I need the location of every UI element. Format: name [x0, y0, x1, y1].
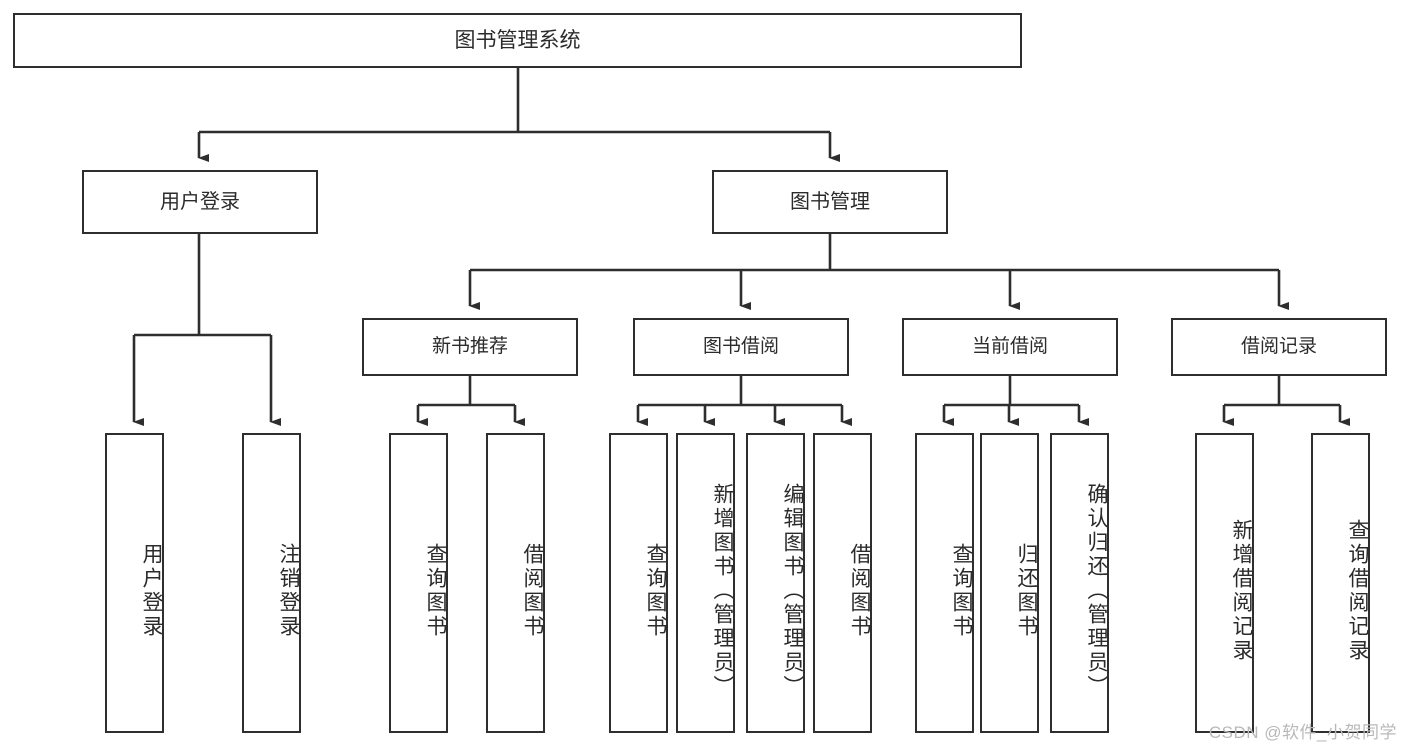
csdn-watermark: CSDN @软件_小贺同学 — [1208, 723, 1397, 742]
leaf-user-login-1[interactable]: 用户登录 — [105, 433, 164, 733]
node-user-login[interactable]: 用户登录 — [82, 170, 318, 234]
node-user-login-label: 用户登录 — [160, 190, 240, 213]
leaf-user-login-1-label: 用户登录 — [140, 543, 163, 639]
node-book-borrow[interactable]: 图书借阅 — [633, 318, 849, 376]
node-book-manage[interactable]: 图书管理 — [712, 170, 948, 234]
leaf-book-borrow-1[interactable]: 查询图书 — [609, 433, 668, 733]
node-current-borrow-label: 当前借阅 — [971, 336, 1048, 358]
leaf-borrow-record-2[interactable]: 查询借阅记录 — [1311, 433, 1370, 733]
leaf-user-login-2[interactable]: 注销登录 — [242, 433, 301, 733]
node-book-borrow-label: 图书借阅 — [702, 336, 779, 358]
leaf-current-borrow-1[interactable]: 查询图书 — [915, 433, 974, 733]
leaf-current-borrow-2[interactable]: 归还图书 — [980, 433, 1039, 733]
leaf-borrow-record-1[interactable]: 新增借阅记录 — [1195, 433, 1254, 733]
node-current-borrow[interactable]: 当前借阅 — [902, 318, 1118, 376]
leaf-user-login-2-label: 注销登录 — [277, 543, 300, 639]
leaf-new-book-1[interactable]: 查询图书 — [389, 433, 448, 733]
leaf-current-borrow-3[interactable]: 确认归还（管理员） — [1050, 433, 1109, 733]
leaf-book-borrow-1-label: 查询图书 — [644, 543, 667, 639]
leaf-borrow-record-1-label: 新增借阅记录 — [1230, 519, 1253, 663]
node-book-manage-label: 图书管理 — [790, 190, 870, 213]
node-borrow-record-label: 借阅记录 — [1240, 336, 1317, 358]
leaf-book-borrow-2-label: 新增图书（管理员） — [711, 483, 734, 699]
leaf-current-borrow-1-label: 查询图书 — [950, 543, 973, 639]
node-root-label: 图书管理系统 — [454, 28, 581, 52]
node-borrow-record[interactable]: 借阅记录 — [1171, 318, 1387, 376]
leaf-book-borrow-4[interactable]: 借阅图书 — [813, 433, 872, 733]
leaf-book-borrow-3[interactable]: 编辑图书（管理员） — [746, 433, 805, 733]
leaf-book-borrow-3-label: 编辑图书（管理员） — [781, 483, 804, 699]
leaf-book-borrow-2[interactable]: 新增图书（管理员） — [676, 433, 735, 733]
leaf-new-book-2[interactable]: 借阅图书 — [486, 433, 545, 733]
leaf-new-book-1-label: 查询图书 — [424, 543, 447, 639]
leaf-current-borrow-2-label: 归还图书 — [1015, 543, 1038, 639]
leaf-book-borrow-4-label: 借阅图书 — [848, 543, 871, 639]
leaf-borrow-record-2-label: 查询借阅记录 — [1346, 519, 1369, 663]
node-root[interactable]: 图书管理系统 — [13, 13, 1022, 68]
leaf-new-book-2-label: 借阅图书 — [521, 543, 544, 639]
node-new-book-recommend[interactable]: 新书推荐 — [362, 318, 578, 376]
node-new-book-recommend-label: 新书推荐 — [431, 336, 508, 358]
leaf-current-borrow-3-label: 确认归还（管理员） — [1085, 483, 1108, 699]
